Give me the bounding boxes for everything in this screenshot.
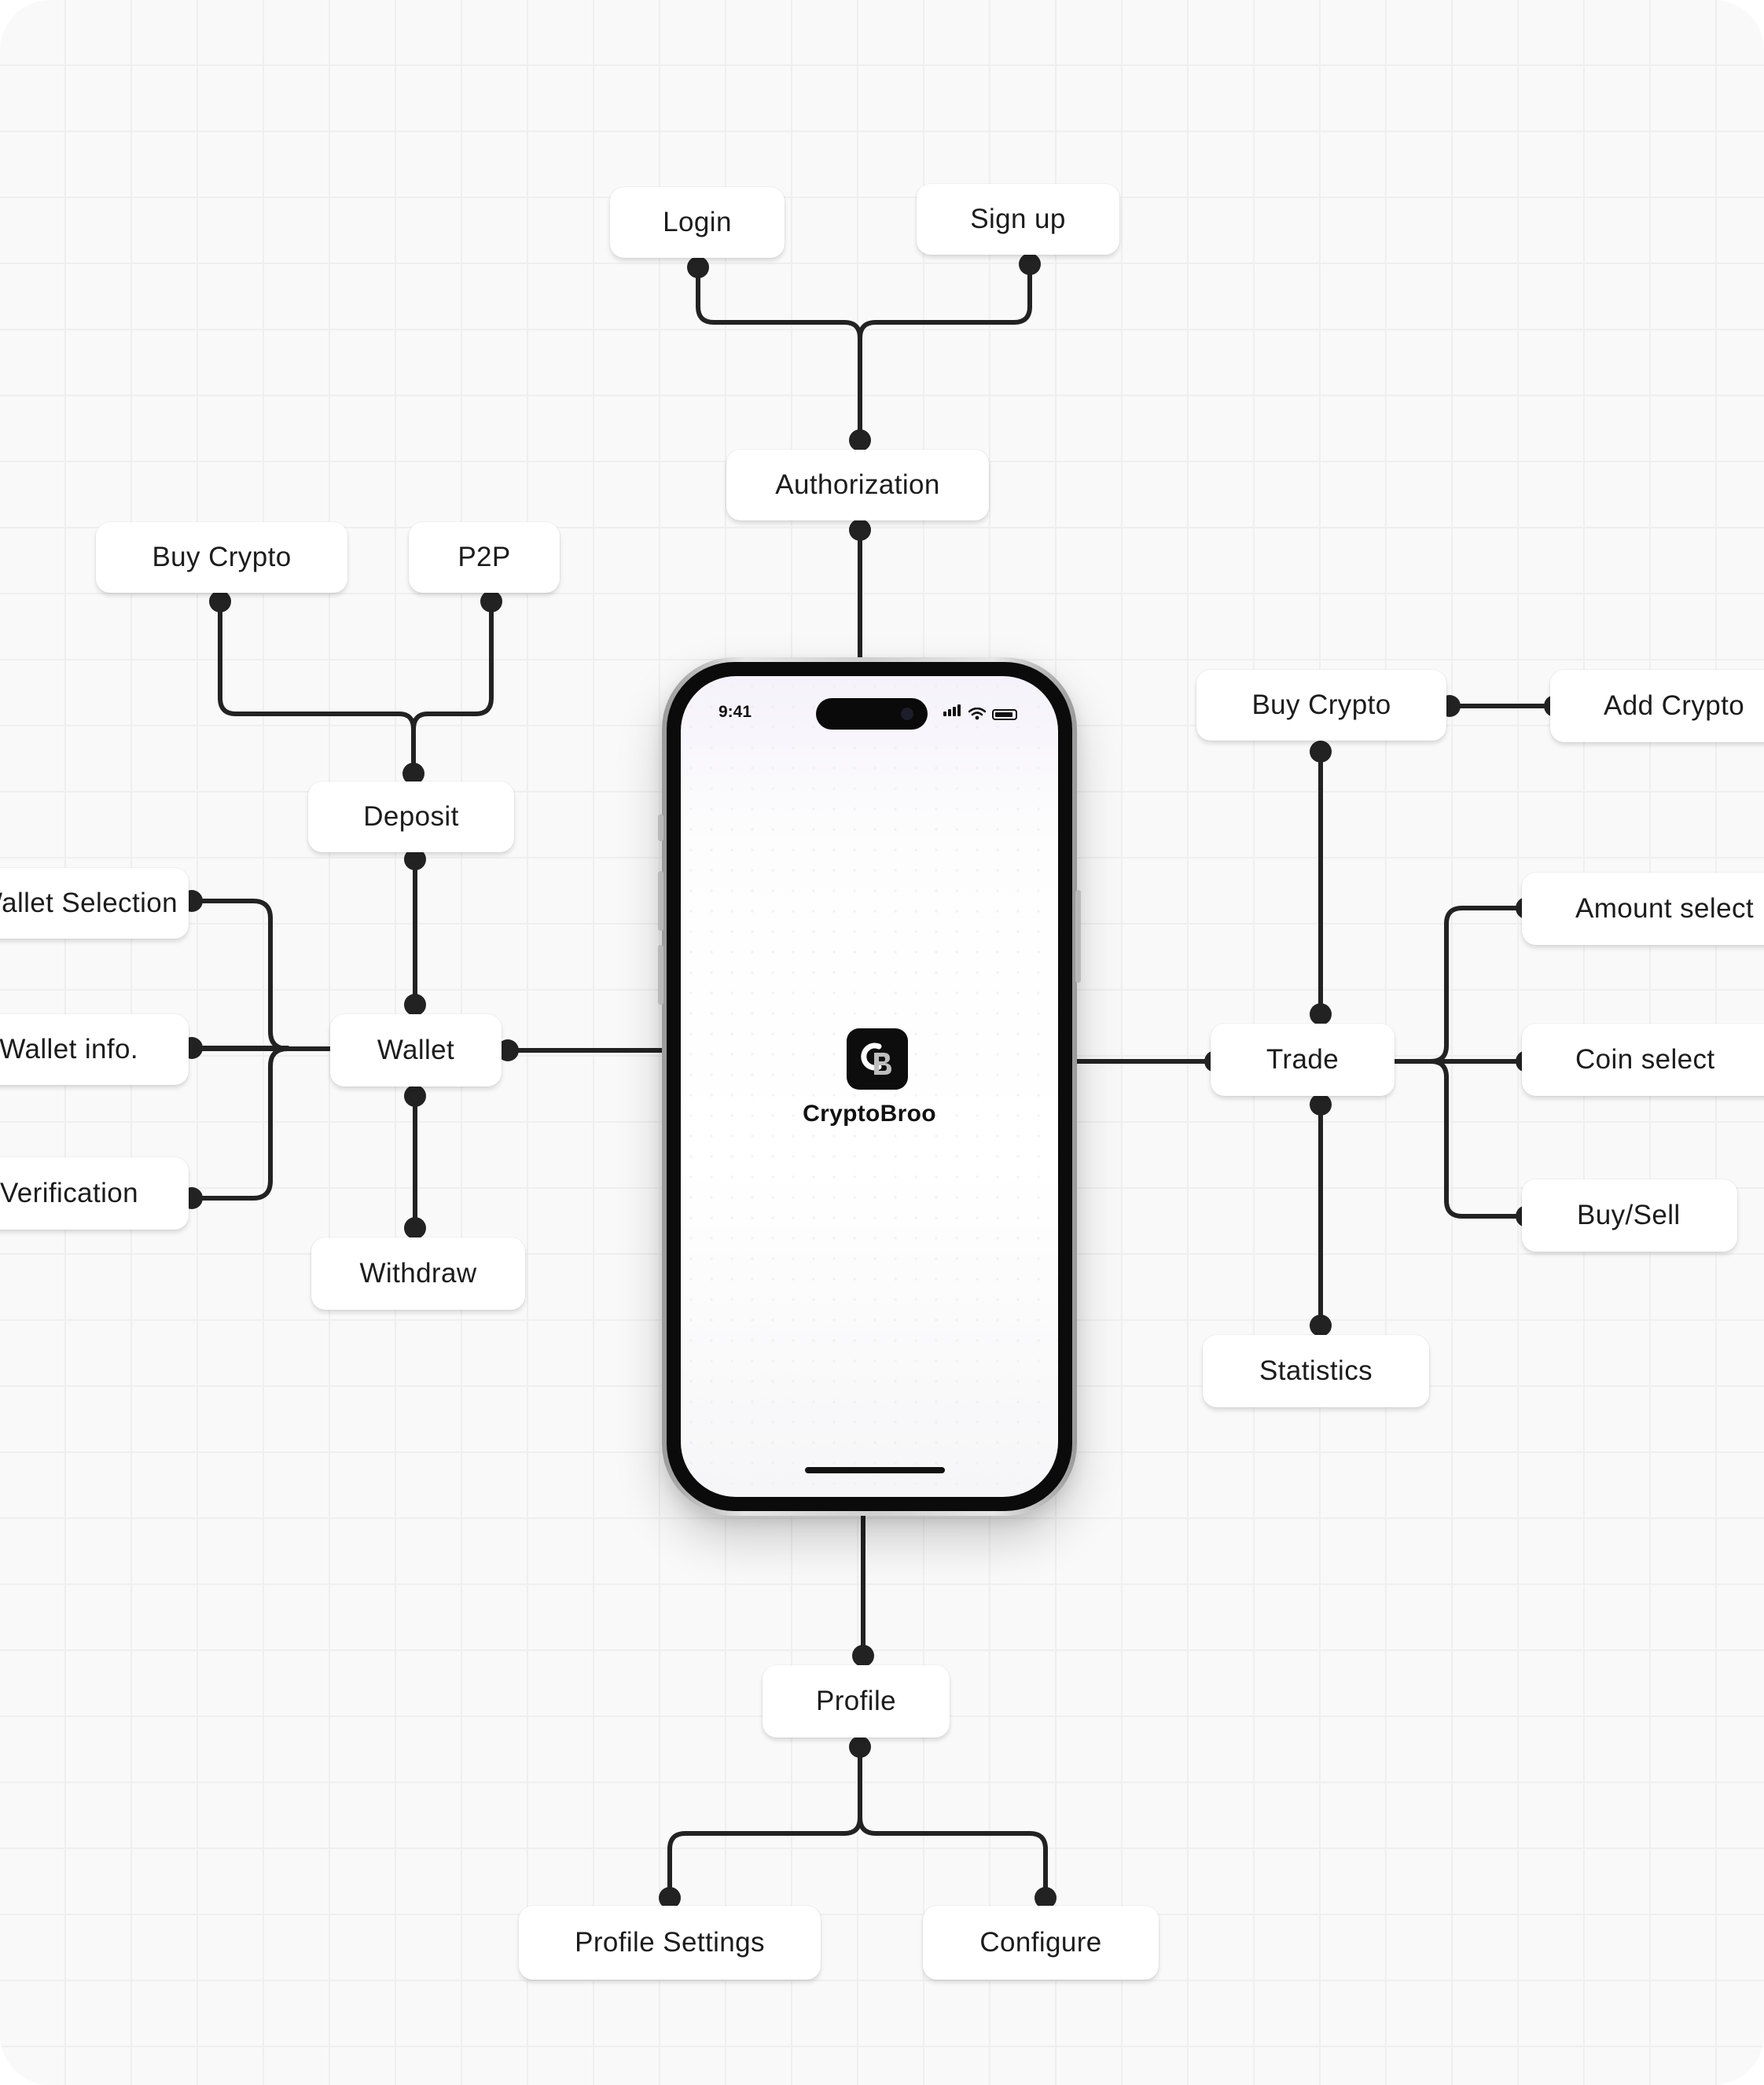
node-trade-buy-crypto: Buy Crypto: [1196, 670, 1446, 741]
node-trade: Trade: [1211, 1024, 1395, 1096]
node-statistics: Statistics: [1203, 1335, 1429, 1407]
node-profile-settings: Profile Settings: [519, 1906, 821, 1980]
node-p2p: P2P: [409, 522, 560, 593]
connector-signup-authorization: [858, 262, 1032, 340]
battery-icon: [992, 709, 1017, 720]
phone-screen: 9:41 CryptoBroo: [681, 676, 1058, 1497]
node-authorization: Authorization: [726, 450, 989, 520]
node-configure: Configure: [923, 1906, 1159, 1980]
dynamic-island: [816, 698, 928, 730]
node-coin-select: Coin select: [1522, 1024, 1764, 1096]
cb-monogram-icon: [861, 1042, 891, 1075]
connector-trade-right: [1389, 906, 1529, 1219]
node-deposit-buy-crypto: Buy Crypto: [96, 522, 347, 593]
volume-down-button: [658, 945, 663, 1005]
node-sign-up: Sign up: [917, 184, 1119, 255]
node-buy-sell: Buy/Sell: [1522, 1179, 1737, 1252]
cb-logo-icon: [847, 1028, 908, 1090]
power-button: [1075, 890, 1081, 983]
connector-login-authorization: [696, 265, 862, 443]
connector-profile-children: [667, 1745, 1048, 1900]
node-profile: Profile: [763, 1665, 950, 1738]
status-bar-time: 9:41: [718, 703, 752, 721]
connector-wallet-left: [188, 899, 333, 1201]
signal-icon: [943, 704, 962, 720]
connector-buycrypto-deposit: [218, 599, 416, 776]
action-button: [658, 815, 663, 841]
connector-p2p-deposit: [411, 599, 494, 732]
app-name: CryptoBroo: [803, 1101, 936, 1127]
phone-bezel: 9:41 CryptoBroo: [667, 662, 1072, 1511]
home-indicator: [805, 1467, 945, 1473]
phone-mockup: 9:41 CryptoBroo: [658, 657, 1081, 1516]
wifi-icon: [968, 708, 986, 720]
node-deposit: Deposit: [308, 781, 514, 852]
volume-up-button: [658, 871, 663, 931]
node-wallet: Wallet: [330, 1014, 502, 1087]
node-verification: Verification: [0, 1157, 189, 1230]
node-withdraw: Withdraw: [311, 1237, 525, 1310]
node-amount-select: Amount select: [1522, 873, 1764, 945]
node-login: Login: [610, 187, 785, 258]
camera-icon: [901, 708, 913, 720]
node-add-crypto: Add Crypto: [1550, 670, 1764, 742]
node-wallet-selection: Wallet Selection: [0, 868, 189, 939]
node-wallet-info: Wallet info.: [0, 1014, 189, 1085]
status-bar-icons: [943, 704, 1017, 720]
